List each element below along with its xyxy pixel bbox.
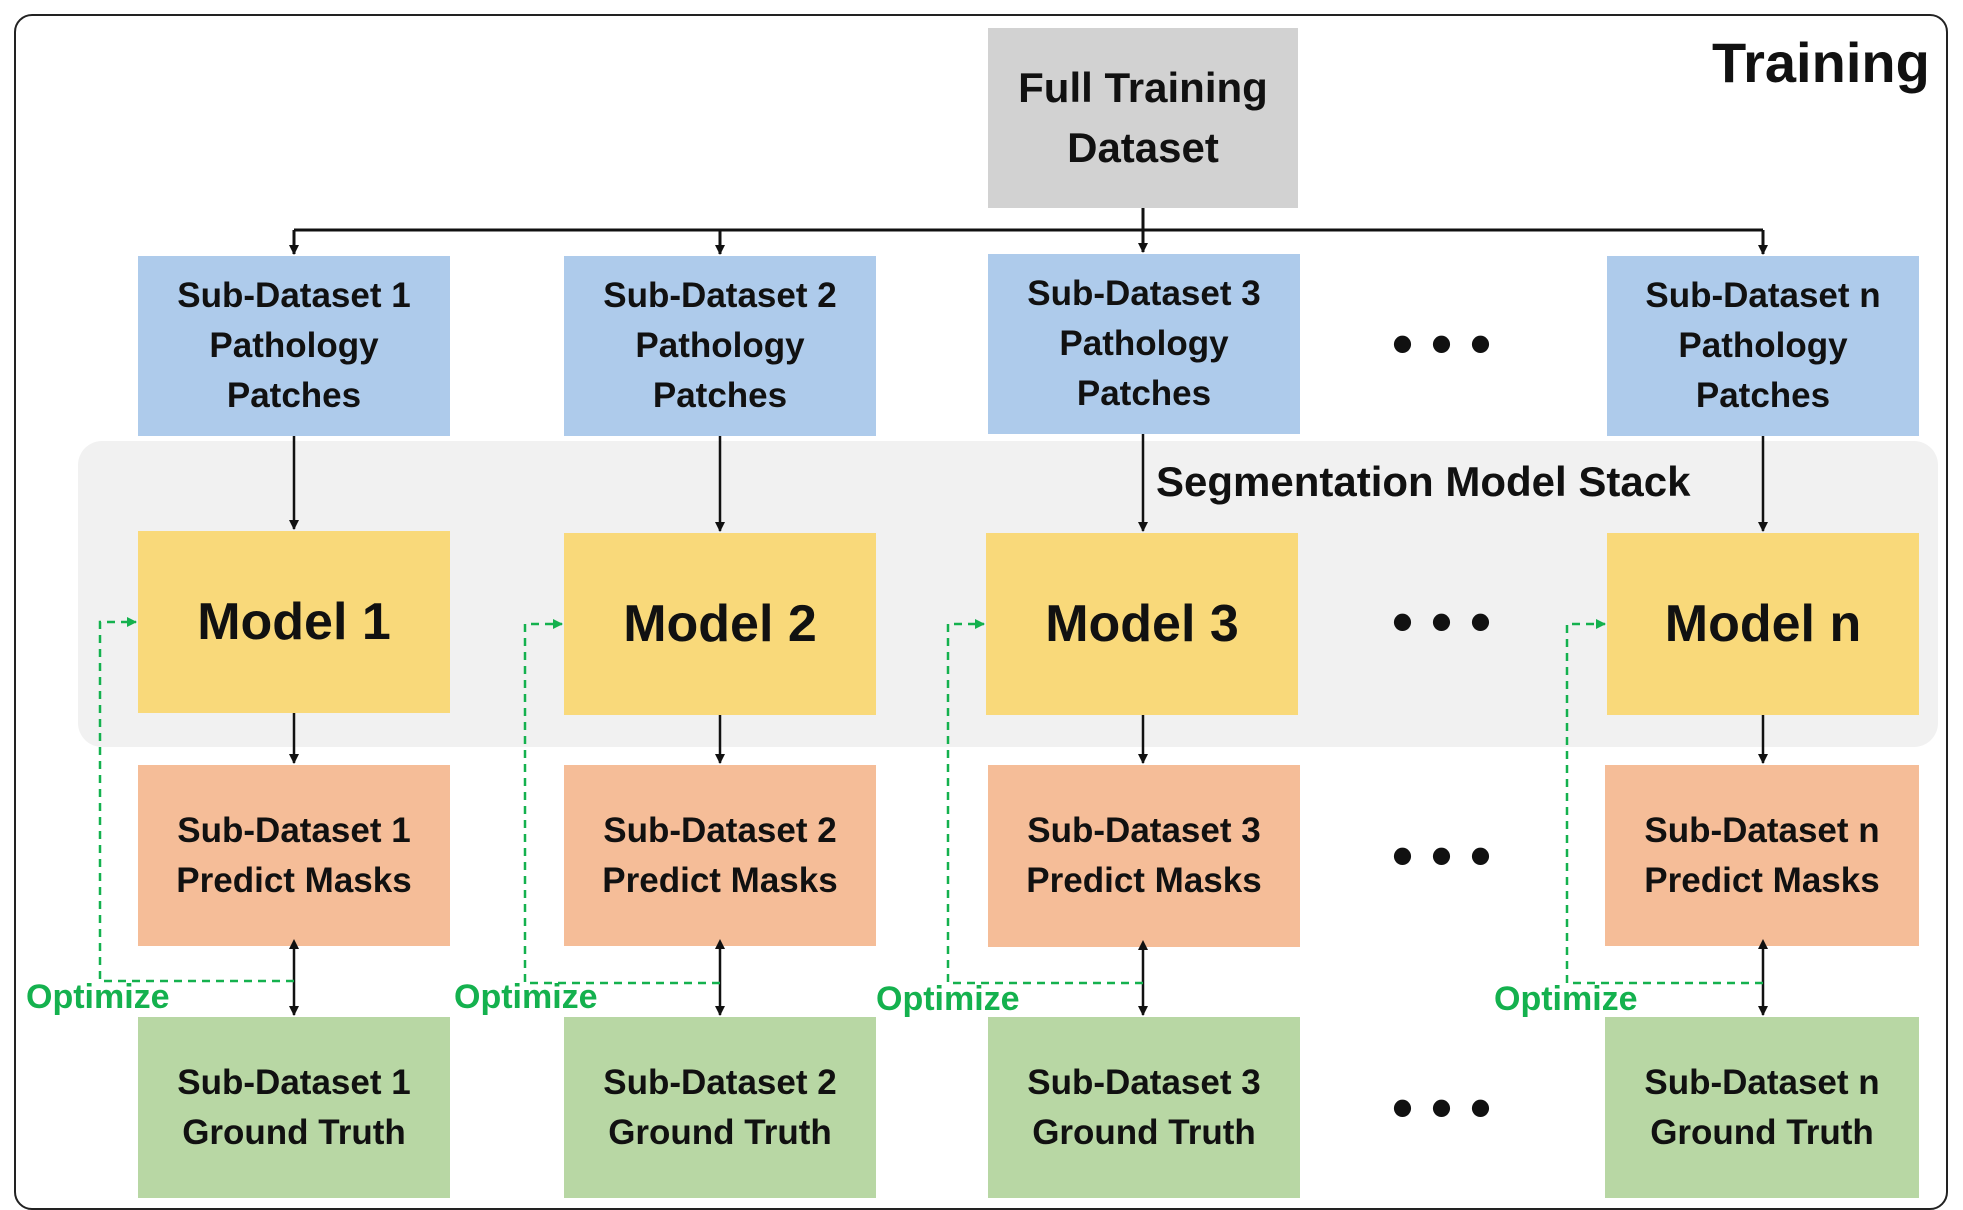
masks-box-1: Sub-Dataset 1 Predict Masks: [138, 765, 450, 946]
masks-box-2: Sub-Dataset 2 Predict Masks: [564, 765, 876, 946]
optimize-label-n: Optimize: [1494, 980, 1638, 1018]
patches-3-line-1: Sub-Dataset 3: [1027, 274, 1261, 313]
patches-n-line-1: Sub-Dataset n: [1645, 276, 1881, 315]
optimize-label-2: Optimize: [454, 978, 598, 1016]
model-box-2: Model 2: [564, 533, 876, 715]
optimize-loop-n: [1565, 619, 1763, 985]
masks-3-line-1: Sub-Dataset 3: [1027, 811, 1261, 850]
masks-box-3: Sub-Dataset 3 Predict Masks: [988, 765, 1300, 947]
truth-3-line-2: Ground Truth: [1032, 1112, 1256, 1152]
optimize-loop-2: [523, 619, 720, 985]
truth-1-line-1: Sub-Dataset 1: [177, 1062, 411, 1102]
masks-2-line-1: Sub-Dataset 2: [603, 810, 837, 850]
truth-n-line-2: Ground Truth: [1650, 1112, 1874, 1152]
patches-box-3: Sub-Dataset 3 Pathology Patches: [988, 254, 1300, 434]
patches-2-line-1: Sub-Dataset 2: [603, 276, 837, 315]
model-1-label: Model 1: [197, 593, 391, 651]
truth-2-line-2: Ground Truth: [608, 1112, 832, 1152]
optimize-label-3: Optimize: [876, 980, 1020, 1018]
diagram-frame: [14, 14, 1948, 1210]
truth-n-line-1: Sub-Dataset n: [1644, 1062, 1880, 1102]
masks-1-line-1: Sub-Dataset 1: [177, 810, 411, 850]
optimize-loop-3: [946, 619, 1143, 985]
ellipsis-patches-row: •••: [1392, 310, 1510, 377]
optimize-loop-1: [98, 617, 294, 983]
full-training-dataset-box: Full Training Dataset: [988, 28, 1298, 208]
patches-n-line-2: Pathology: [1678, 326, 1848, 365]
masks-3-line-2: Predict Masks: [1026, 861, 1262, 900]
ellipsis-truth-row: •••: [1392, 1074, 1510, 1141]
diagram-title: Training: [1712, 31, 1930, 94]
masks-n-line-2: Predict Masks: [1644, 860, 1880, 900]
truth-box-2: Sub-Dataset 2 Ground Truth: [564, 1017, 876, 1198]
patches-box-n: Sub-Dataset n Pathology Patches: [1607, 256, 1919, 436]
stack-label: Segmentation Model Stack: [1156, 458, 1691, 505]
patches-n-line-3: Patches: [1695, 376, 1831, 415]
model-box-1: Model 1: [138, 531, 450, 713]
truth-2-line-1: Sub-Dataset 2: [603, 1062, 837, 1102]
patches-3-line-3: Patches: [1076, 374, 1212, 413]
patches-2-line-2: Pathology: [635, 326, 805, 365]
patches-2-line-3: Patches: [652, 376, 788, 415]
masks-box-n: Sub-Dataset n Predict Masks: [1605, 765, 1919, 946]
model-2-label: Model 2: [623, 595, 817, 653]
model-n-label: Model n: [1664, 595, 1862, 653]
full-dataset-line-2: Dataset: [1067, 124, 1219, 171]
masks-n-line-1: Sub-Dataset n: [1644, 810, 1880, 850]
patches-box-2: Sub-Dataset 2 Pathology Patches: [564, 256, 876, 436]
truth-box-3: Sub-Dataset 3 Ground Truth: [988, 1017, 1300, 1198]
patches-1-line-3: Patches: [226, 376, 362, 415]
patches-box-1: Sub-Dataset 1 Pathology Patches: [138, 256, 450, 436]
masks-2-line-2: Predict Masks: [602, 860, 838, 900]
truth-3-line-1: Sub-Dataset 3: [1027, 1062, 1261, 1102]
model-box-n: Model n: [1607, 533, 1919, 715]
masks-1-line-2: Predict Masks: [176, 860, 412, 900]
optimize-label-1: Optimize: [26, 978, 170, 1016]
truth-box-n: Sub-Dataset n Ground Truth: [1605, 1017, 1919, 1198]
ellipsis-masks-row: •••: [1392, 822, 1510, 889]
model-3-label: Model 3: [1045, 595, 1239, 653]
truth-1-line-2: Ground Truth: [182, 1112, 406, 1152]
model-box-3: Model 3: [986, 533, 1298, 715]
patches-1-line-1: Sub-Dataset 1: [177, 276, 411, 315]
patches-3-line-2: Pathology: [1059, 324, 1229, 363]
full-dataset-line-1: Full Training: [1018, 64, 1268, 111]
patches-1-line-2: Pathology: [209, 326, 379, 365]
ellipsis-model-row: •••: [1392, 588, 1510, 655]
truth-box-1: Sub-Dataset 1 Ground Truth: [138, 1017, 450, 1198]
